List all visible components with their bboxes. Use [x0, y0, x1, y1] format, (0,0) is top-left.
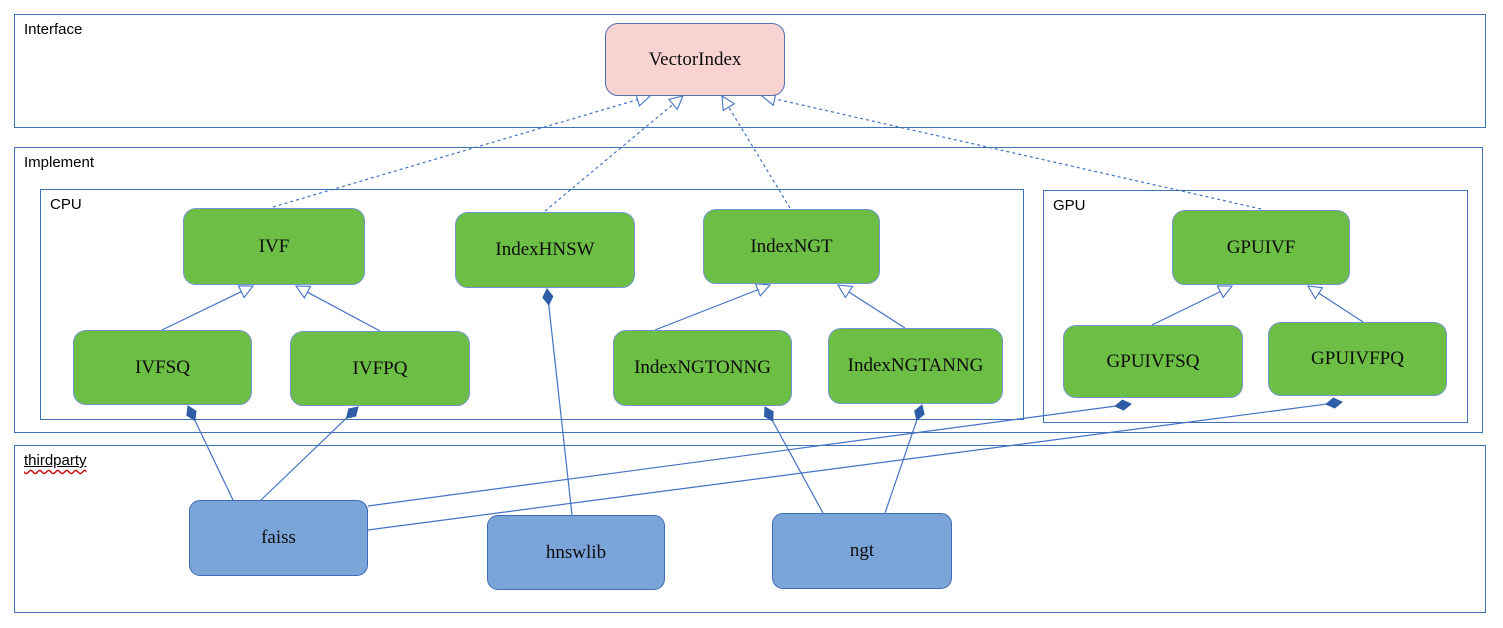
- container-label-text-thirdparty: thirdparty: [24, 452, 87, 469]
- node-label-indexngtonng: IndexNGTONNG: [634, 357, 771, 378]
- node-label-faiss: faiss: [261, 527, 296, 548]
- container-label-text-interface: Interface: [24, 21, 83, 38]
- node-ivfpq: IVFPQ: [290, 331, 470, 406]
- node-label-ivfpq: IVFPQ: [352, 357, 408, 379]
- node-label-indexngtanng: IndexNGTANNG: [847, 355, 984, 376]
- node-faiss: faiss: [189, 500, 368, 576]
- node-gpuivf: GPUIVF: [1172, 210, 1350, 285]
- container-label-text-cpu: CPU: [50, 196, 82, 213]
- container-label-cpu: CPU: [50, 196, 82, 213]
- node-label-indexhnsw: IndexHNSW: [495, 239, 595, 260]
- node-indexngtanng: IndexNGTANNG: [828, 328, 1003, 404]
- node-indexhnsw: IndexHNSW: [455, 212, 635, 288]
- node-label-gpuivfpq: GPUIVFPQ: [1311, 348, 1404, 369]
- node-ivfsq: IVFSQ: [73, 330, 252, 405]
- node-hnswlib: hnswlib: [487, 515, 665, 590]
- node-ivf: IVF: [183, 208, 365, 285]
- node-label-ngt: ngt: [849, 540, 875, 561]
- container-label-interface: Interface: [24, 21, 82, 38]
- container-label-implement: Implement: [24, 154, 94, 171]
- node-label-ivf: IVF: [258, 235, 290, 257]
- node-label-vectorindex: VectorIndex: [648, 48, 742, 70]
- node-ngt: ngt: [772, 513, 952, 589]
- container-label-text-gpu: GPU: [1053, 197, 1086, 214]
- container-label-text-implement: Implement: [24, 154, 95, 171]
- node-indexngtonng: IndexNGTONNG: [613, 330, 792, 406]
- node-label-gpuivf: GPUIVF: [1226, 236, 1296, 258]
- node-gpuivfsq: GPUIVFSQ: [1063, 325, 1243, 398]
- node-label-indexngt: IndexNGT: [750, 235, 833, 257]
- node-label-gpuivfsq: GPUIVFSQ: [1106, 350, 1200, 372]
- container-label-gpu: GPU: [1053, 197, 1086, 214]
- node-indexngt: IndexNGT: [703, 209, 880, 284]
- container-label-thirdparty: thirdparty: [24, 452, 87, 469]
- node-gpuivfpq: GPUIVFPQ: [1268, 322, 1447, 396]
- node-label-hnswlib: hnswlib: [545, 541, 607, 563]
- node-vectorindex: VectorIndex: [605, 23, 785, 96]
- node-label-ivfsq: IVFSQ: [135, 356, 190, 378]
